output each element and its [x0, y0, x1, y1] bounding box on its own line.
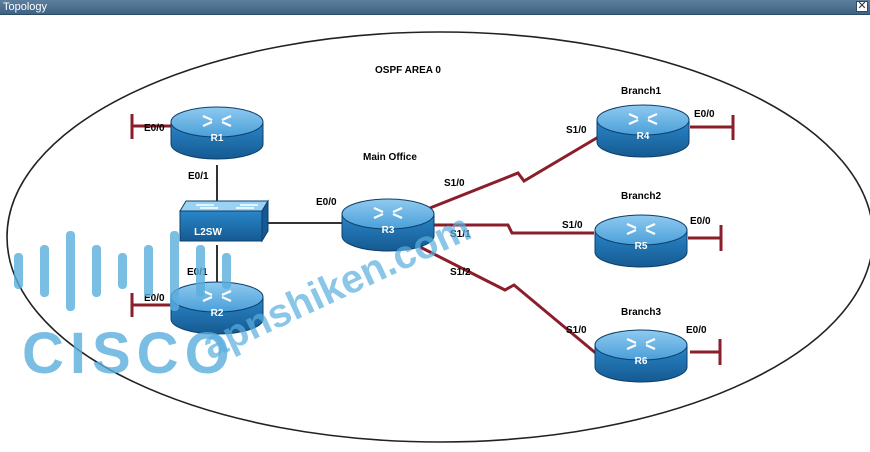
label-r4: R4	[637, 131, 650, 142]
site-branch2: Branch2	[621, 191, 661, 202]
if-r3-e00: E0/0	[316, 197, 337, 208]
if-r6-s10: S1/0	[566, 325, 587, 336]
title-bar: Topology ✕	[0, 0, 870, 15]
label-r2: R2	[211, 308, 224, 319]
if-r5-e00: E0/0	[690, 216, 711, 227]
close-icon: ✕	[857, 0, 867, 12]
if-r5-s10: S1/0	[562, 220, 583, 231]
link-r3-r5	[430, 223, 594, 235]
ospf-area-boundary	[6, 31, 870, 443]
if-r4-e00: E0/0	[694, 109, 715, 120]
area-label: OSPF AREA 0	[375, 65, 441, 76]
router-r1[interactable]	[170, 106, 264, 160]
label-r5: R5	[635, 241, 648, 252]
close-button[interactable]: ✕	[856, 0, 868, 12]
site-branch1: Branch1	[621, 86, 661, 97]
router-r5[interactable]	[594, 214, 688, 268]
if-r6-e00: E0/0	[686, 325, 707, 336]
if-r1-e01: E0/1	[188, 171, 209, 182]
if-r4-s10: S1/0	[566, 125, 587, 136]
label-r6: R6	[635, 356, 648, 367]
if-r2-e00: E0/0	[144, 293, 165, 304]
cisco-watermark: CISCO	[14, 231, 236, 386]
router-r6[interactable]	[594, 329, 688, 383]
site-branch3: Branch3	[621, 307, 661, 318]
label-switch: L2SW	[194, 227, 222, 238]
link-r3-r4	[429, 134, 601, 210]
site-main-office: Main Office	[363, 152, 417, 163]
topology-diagram: R1 R2 R3 R4 R5 R6 L2SW OSPF AREA 0 Main …	[6, 31, 870, 443]
lan-stubs	[130, 114, 735, 365]
window-title: Topology	[3, 1, 48, 13]
switch-l2sw[interactable]	[179, 199, 269, 243]
router-r2[interactable]	[170, 281, 264, 335]
label-r1: R1	[211, 133, 224, 144]
cisco-wordmark: CISCO	[22, 321, 236, 386]
if-r3-s12: S1/2	[450, 267, 471, 278]
router-r4[interactable]	[596, 104, 690, 158]
link-r3-r6	[419, 245, 599, 357]
if-r3-s10: S1/0	[444, 178, 465, 189]
serial-links	[419, 134, 601, 357]
router-r3[interactable]	[341, 198, 435, 252]
topology-canvas: R1 R2 R3 R4 R5 R6 L2SW OSPF AREA 0 Main …	[0, 15, 870, 447]
if-r3-s11: S1/1	[450, 229, 471, 240]
if-r1-e00: E0/0	[144, 123, 165, 134]
cisco-logo-bars	[14, 231, 231, 311]
label-r3: R3	[382, 225, 395, 236]
